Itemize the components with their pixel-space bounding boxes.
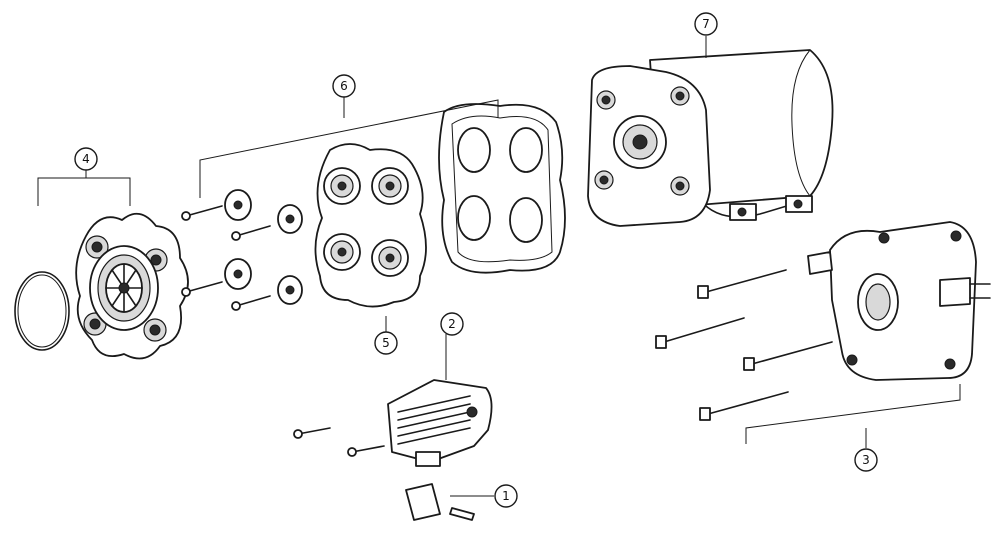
svg-text:7: 7 xyxy=(702,17,710,31)
valve-screw-1 xyxy=(181,205,223,221)
valve-screw-3 xyxy=(181,281,223,297)
valve-screw-2 xyxy=(231,225,271,241)
callout-1: 1 xyxy=(494,484,518,508)
callout-4: 4 xyxy=(74,147,98,171)
valve-screw-4 xyxy=(231,295,271,311)
callout-3: 3 xyxy=(854,448,878,472)
valve-cap-1 xyxy=(224,189,252,221)
valve-cap-4 xyxy=(277,275,303,305)
svg-text:2: 2 xyxy=(448,317,456,331)
part-4-o-ring xyxy=(14,271,70,351)
leader-lines xyxy=(37,36,961,497)
part-1-microswitch xyxy=(405,483,475,521)
svg-text:4: 4 xyxy=(82,152,90,166)
callout-2: 2 xyxy=(440,312,464,336)
svg-text:6: 6 xyxy=(340,79,348,93)
svg-text:3: 3 xyxy=(862,453,870,467)
head-bolt-2 xyxy=(655,317,745,349)
callout-7: 7 xyxy=(694,12,718,36)
part-3-pump-head xyxy=(807,221,991,381)
switch-screw-2 xyxy=(347,445,385,457)
valve-cap-3 xyxy=(224,258,252,290)
svg-text:1: 1 xyxy=(502,489,510,503)
svg-text:5: 5 xyxy=(382,336,390,350)
part-2-pressure-switch xyxy=(387,379,493,467)
valve-cap-2 xyxy=(277,204,303,234)
switch-screw-1 xyxy=(293,427,331,439)
part-5-diaphragm-plate xyxy=(314,143,427,308)
callout-5: 5 xyxy=(374,331,398,355)
part-6-gasket-frame xyxy=(438,103,566,274)
head-bolt-1 xyxy=(697,269,787,299)
part-7-motor xyxy=(587,49,834,227)
head-bolt-4 xyxy=(699,391,789,421)
part-4-inlet-housing xyxy=(75,212,189,360)
callout-6: 6 xyxy=(332,74,356,98)
head-bolt-3 xyxy=(743,341,833,371)
